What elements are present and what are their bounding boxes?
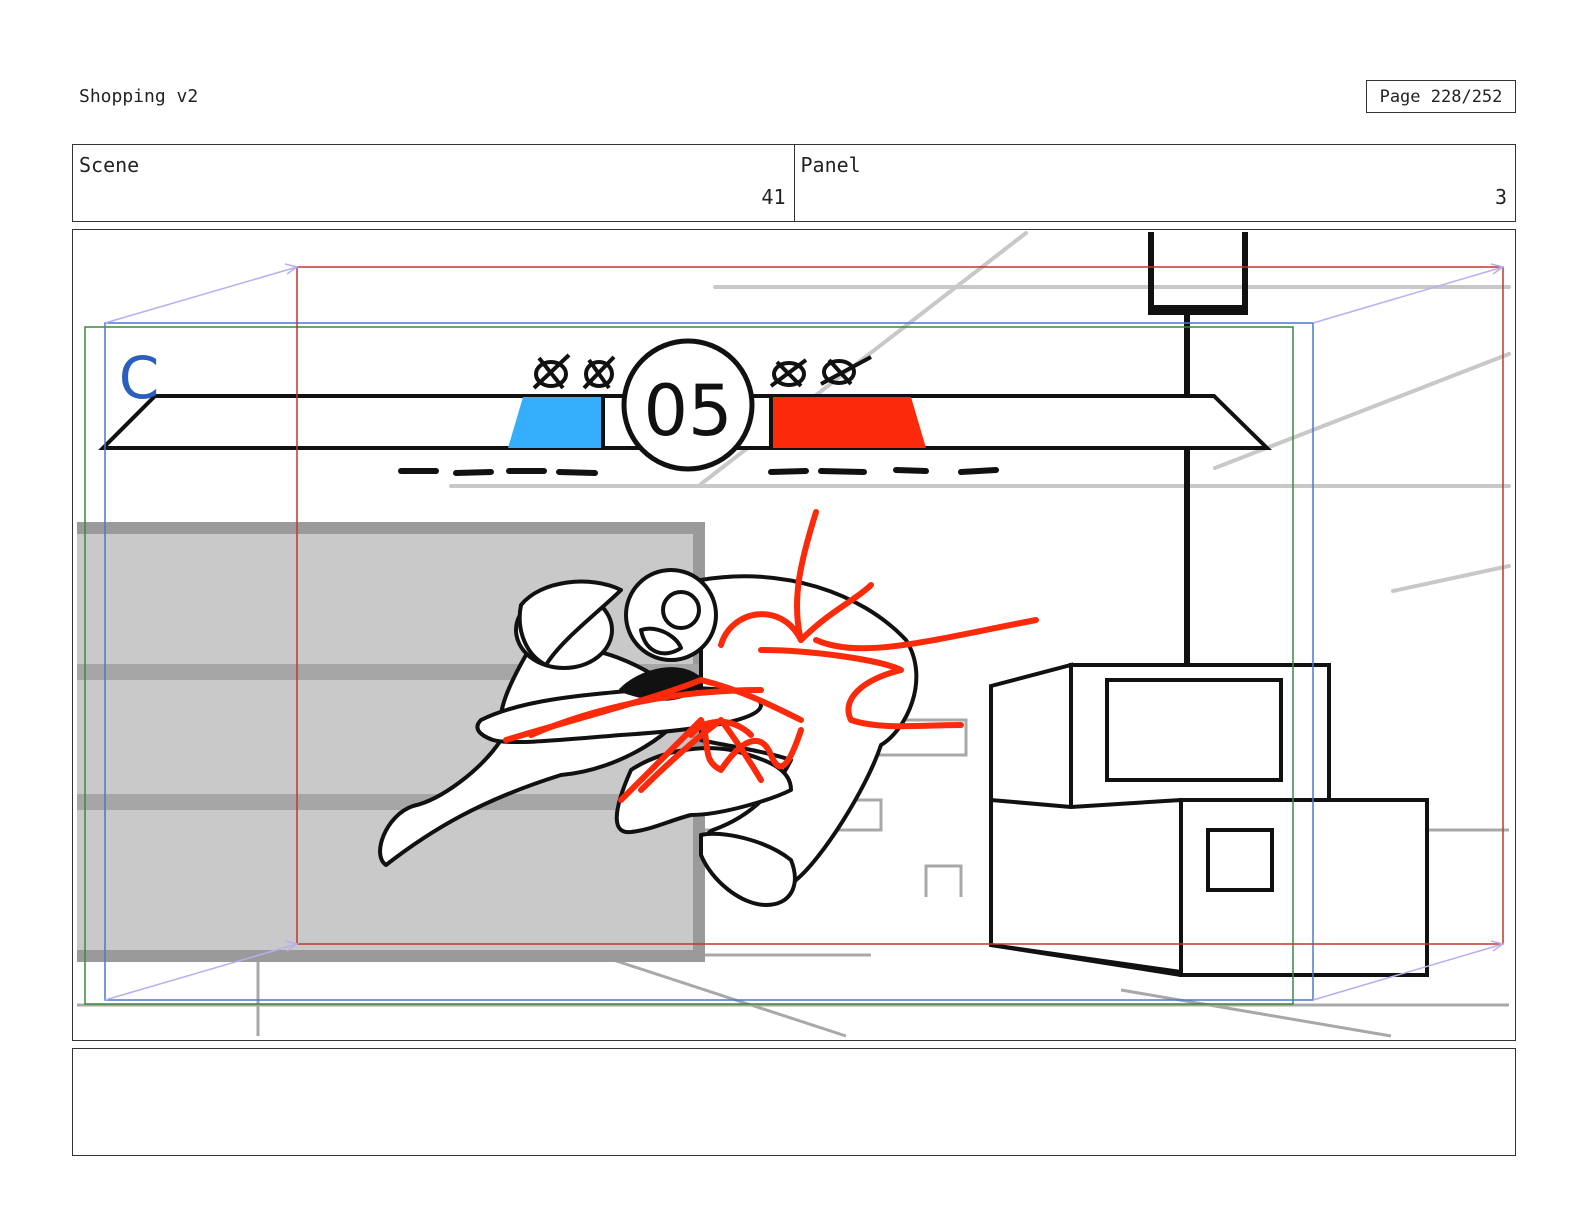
match-timer: 05 [643,370,732,452]
scene-number: 41 [761,185,786,209]
checkout-machine [989,662,1429,977]
page-indicator: Page 228/252 [1366,80,1516,113]
notes-box [72,1048,1516,1156]
document-title: Shopping v2 [79,86,199,107]
scoreboard-hanger [1148,232,1248,665]
score-dashes [398,467,999,476]
scene-panel-info-row: Scene 41 Panel 3 [72,144,1516,222]
panel-label: Panel [800,153,861,177]
storyboard-panel: 05 C [72,229,1516,1041]
team-letter-marker: C [119,344,160,412]
panel-number: 3 [1494,185,1507,209]
camera-move-arrows [104,263,1505,1001]
scoreboard: 05 C [98,338,1272,472]
impact-effect-scribble [503,509,1039,803]
scene-cell: Scene 41 [73,145,794,221]
panel-cell: Panel 3 [793,145,1516,221]
player-status-icons [532,353,872,390]
camera-guides [84,266,1504,1005]
storyboard-sketch: 05 C [77,231,1511,1038]
scene-label: Scene [79,153,140,177]
